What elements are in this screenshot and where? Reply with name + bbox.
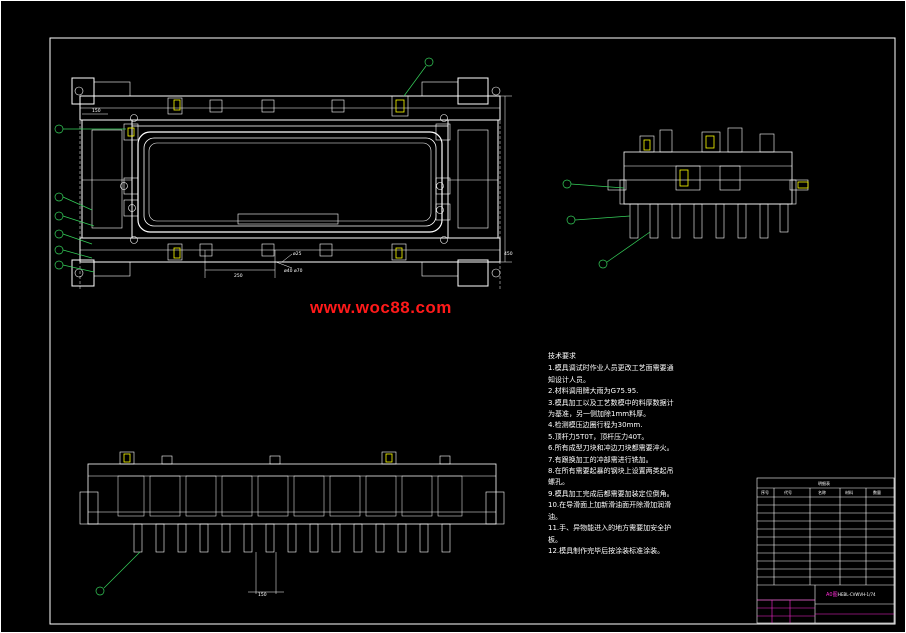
side-view (607, 127, 809, 239)
title-block-part-no: HEBL-CVWVH-1/74 (838, 592, 876, 597)
dim-left-span: 250 (234, 273, 243, 279)
elevation-view-highlights (123, 453, 393, 463)
plan-view (71, 77, 501, 290)
elevation-view (79, 451, 505, 594)
plan-view-highlights (127, 99, 405, 259)
inner-frame (49, 37, 896, 625)
technical-requirements-title: 技术要求 (548, 352, 576, 360)
requirement-line: 11.手、异物能进入的地方需要加安全护 (548, 524, 672, 533)
dim-top-width: 150 (92, 108, 101, 114)
side-view-callouts (562, 179, 651, 269)
dim-hole-b: ø40 (284, 268, 293, 274)
requirement-line: 10.在导滑面上加新滑油面开除滑加润滑 (548, 501, 672, 510)
plan-view-dimensions (82, 95, 512, 278)
side-view-highlights (643, 135, 809, 189)
title-block-magenta (757, 599, 894, 623)
requirement-line: 12.模具制作完毕后按涂装标准涂装。 (548, 546, 665, 555)
requirement-line: 8.在所有需要起暴的钢块上设置两类起吊 (548, 467, 674, 476)
requirement-line: 5.顶杆力5T0T，顶杆压力40T。 (548, 432, 649, 441)
bom-header-name: 名称 (818, 489, 826, 495)
requirement-line: 6.所有成型刀块和冲边刀块都需要淬火。 (548, 444, 674, 453)
requirement-line: 板。 (548, 535, 562, 544)
requirement-line: 2.材料调用牌大雨为G75.95. (548, 387, 639, 396)
requirement-line: 油。 (548, 512, 562, 521)
dim-bottom-width: 150 (258, 592, 267, 598)
requirement-line: 9.模具加工完成后都需要加装定位倒角。 (548, 489, 674, 498)
requirement-line: 为基准，另一侧加除1mm料厚。 (548, 410, 651, 419)
requirement-line: 1.模具调试时作业人员更改工艺面需要通 (548, 364, 674, 373)
bom-title: 明细表 (818, 480, 830, 486)
requirement-line: 4.检测模压边圈行程为30mm. (548, 421, 643, 430)
requirement-line: 3.模具加工以及工艺数模中的料厚数据计 (548, 398, 674, 407)
elevation-view-callouts (95, 551, 141, 596)
site-watermark: www.woc88.com (310, 298, 452, 317)
requirement-line: 螺孔。 (548, 478, 569, 487)
plan-view-callouts (54, 57, 434, 273)
requirement-line: 知设计人员。 (548, 375, 590, 384)
bom-header-qty: 数量 (873, 489, 881, 495)
bom-header-code: 代号 (784, 489, 792, 495)
dim-hole-a: ø25 (293, 251, 302, 257)
bom-header-no: 序号 (761, 489, 769, 495)
title-block-drawing-label: A0图 (826, 592, 838, 598)
dim-hole-c: ø70 (294, 268, 303, 274)
title-block (756, 477, 895, 624)
bom-header-material: 材料 (845, 489, 853, 495)
requirement-line: 7.有跟换加工的冲部需进行铣加。 (548, 455, 653, 464)
technical-requirements: 技术要求 1.模具调试时作业人员更改工艺面需要通 知设计人员。 2.材料调用牌大… (548, 351, 748, 557)
dim-right-height: 450 (504, 251, 513, 257)
